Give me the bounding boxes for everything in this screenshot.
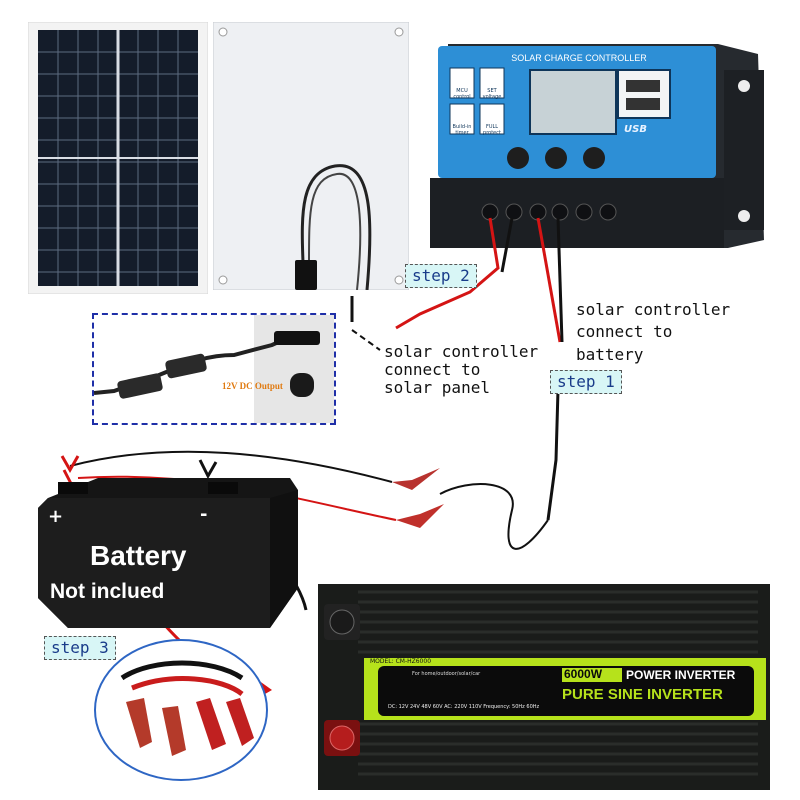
dc-output-label: 12V DC Output [222,381,283,391]
battery-minus: - [200,504,208,525]
battery-caption-line2: connect to [576,322,673,341]
panel-caption-line3: solar panel [384,378,490,397]
power-inverter: MODEL: CM-HZ6000 6000W POWER INVERTER Fo… [318,584,770,790]
battery-image: + - Battery Not inclued [38,468,300,632]
inverter-wattage: 6000W [564,667,603,681]
panel-caption-line1: solar controller [384,342,539,361]
controller-usb-label: USB [624,124,647,135]
step-2-label: step 2 [405,264,477,288]
step-3-label: step 3 [44,636,116,660]
inverter-specs: DC: 12V 24V 48V 60V AC: 220V 110V Freque… [388,704,540,710]
inverter-model: MODEL: CM-HZ6000 [370,658,432,665]
controller-timer-label: Build-in timer [452,124,472,136]
clamp-cables-image [92,638,270,782]
controller-full-label: FULL protect [483,124,501,136]
panel-caption-line2: connect to [384,360,481,379]
solar-panel-image [28,22,208,294]
controller-set-label: SET voltage [482,88,502,100]
dc-output-inset: 12V DC Output [92,313,336,425]
inverter-subtitle: PURE SINE INVERTER [562,686,723,703]
inverter-title: POWER INVERTER [626,668,736,682]
battery-caption-line1: solar controller [576,300,731,319]
battery-plus: + [48,506,64,527]
battery-label: Battery [90,540,187,571]
inverter-usage: For home/outdoor/solar/car [412,671,481,677]
solar-charge-controller: SOLAR CHARGE CONTROLLER MCU control SET … [428,40,768,252]
controller-mcu-label: MCU control [453,88,471,100]
step-1-label: step 1 [550,370,622,394]
solar-panel-back-image [213,22,409,290]
battery-caption-line3: battery [576,345,644,364]
battery-note: Not inclued [50,580,165,603]
controller-title: SOLAR CHARGE CONTROLLER [511,53,647,63]
